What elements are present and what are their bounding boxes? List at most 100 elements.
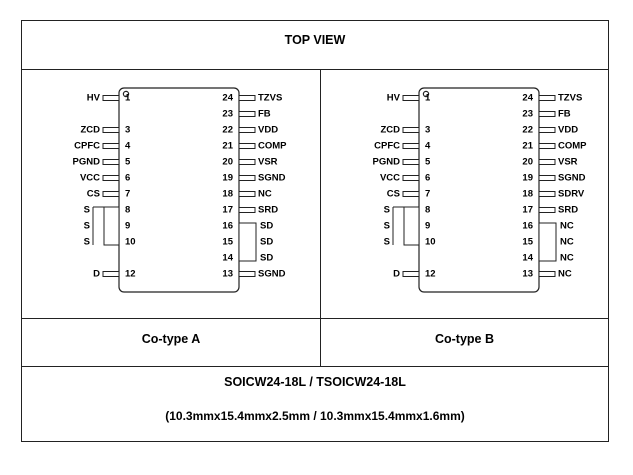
pin-label: SDRV bbox=[558, 189, 585, 200]
pin-number: 12 bbox=[125, 269, 136, 280]
pin-number: 9 bbox=[425, 221, 430, 232]
pin-label: SGND bbox=[258, 269, 286, 280]
pin-number: 16 bbox=[222, 221, 233, 232]
pin-number: 22 bbox=[222, 125, 233, 136]
pin-number: 4 bbox=[425, 141, 431, 152]
pin-label: ZCD bbox=[380, 125, 400, 136]
pin-label: S bbox=[384, 205, 390, 216]
pin-lead bbox=[102, 127, 120, 133]
pin-label: NC bbox=[560, 237, 574, 248]
pin-number: 13 bbox=[222, 269, 233, 280]
pin-lead bbox=[538, 111, 556, 117]
pin-label: NC bbox=[560, 253, 574, 264]
pin-label: SGND bbox=[258, 173, 286, 184]
pin-label: CS bbox=[387, 189, 400, 200]
pin1-marker bbox=[122, 90, 130, 98]
top-view-title: TOP VIEW bbox=[284, 33, 346, 47]
pin-lead bbox=[538, 175, 556, 181]
pin-lead bbox=[538, 207, 556, 213]
pin-number: 3 bbox=[125, 125, 130, 136]
divider bbox=[320, 69, 321, 366]
pin-number: 17 bbox=[222, 205, 233, 216]
pin-label: TZVS bbox=[258, 93, 282, 104]
caption-co-type-b: Co-type B bbox=[434, 332, 495, 346]
pin-label: VSR bbox=[558, 157, 578, 168]
pin-label: VDD bbox=[558, 125, 578, 136]
package-dimensions: (10.3mmx15.4mmx2.5mm / 10.3mmx15.4mmx1.6… bbox=[165, 409, 465, 423]
pin-number: 5 bbox=[425, 157, 431, 168]
pin-number: 19 bbox=[522, 173, 533, 184]
pin-label: SD bbox=[260, 237, 273, 248]
pin-label: CPFC bbox=[74, 141, 100, 152]
divider bbox=[22, 69, 608, 70]
pin-label: CPFC bbox=[374, 141, 400, 152]
pin-number: 8 bbox=[125, 205, 130, 216]
pin-label: PGND bbox=[73, 157, 101, 168]
pin-number: 20 bbox=[522, 157, 533, 168]
pin-number: 15 bbox=[522, 237, 533, 248]
pin-number: 1 bbox=[425, 93, 431, 104]
pin-label: HV bbox=[387, 93, 401, 104]
pin-number: 4 bbox=[125, 141, 131, 152]
divider bbox=[22, 366, 608, 367]
pin-lead-group bbox=[238, 222, 257, 262]
pin-label: PGND bbox=[373, 157, 401, 168]
pin-lead bbox=[402, 191, 420, 197]
pin-label: D bbox=[93, 269, 100, 280]
pin-number: 7 bbox=[125, 189, 130, 200]
pin-number: 5 bbox=[125, 157, 131, 168]
pin-number: 14 bbox=[222, 253, 233, 264]
pin-lead bbox=[102, 143, 120, 149]
pin-number: 23 bbox=[222, 109, 233, 120]
pin-number: 15 bbox=[222, 237, 233, 248]
pin-label: S bbox=[84, 237, 90, 248]
pin-lead bbox=[538, 143, 556, 149]
pin-number: 14 bbox=[522, 253, 533, 264]
pin-number: 12 bbox=[425, 269, 436, 280]
pin-number: 21 bbox=[222, 141, 233, 152]
pin-label: SGND bbox=[558, 173, 586, 184]
ic-body bbox=[118, 87, 240, 293]
pin-label: NC bbox=[558, 269, 572, 280]
pin-number: 8 bbox=[425, 205, 430, 216]
pin-label: SD bbox=[260, 253, 273, 264]
pin-label: S bbox=[84, 221, 90, 232]
pin-lead bbox=[402, 127, 420, 133]
pin-label: NC bbox=[560, 221, 574, 232]
pin-label: ZCD bbox=[80, 125, 100, 136]
pin-number: 10 bbox=[425, 237, 436, 248]
pin-number: 7 bbox=[425, 189, 430, 200]
pin-lead bbox=[402, 271, 420, 277]
divider bbox=[22, 318, 608, 319]
pin-label: SRD bbox=[558, 205, 578, 216]
pin-lead bbox=[238, 207, 256, 213]
pin1-marker bbox=[422, 90, 430, 98]
pin-label: CS bbox=[87, 189, 100, 200]
pin-number: 24 bbox=[222, 93, 233, 104]
pin-number: 23 bbox=[522, 109, 533, 120]
pin-lead bbox=[238, 143, 256, 149]
pin-number: 21 bbox=[522, 141, 533, 152]
ic-body bbox=[418, 87, 540, 293]
pin-number: 19 bbox=[222, 173, 233, 184]
pin-lead bbox=[102, 95, 120, 101]
pin-number: 22 bbox=[522, 125, 533, 136]
pin-number: 1 bbox=[125, 93, 131, 104]
pin-number: 18 bbox=[522, 189, 533, 200]
pin-label: COMP bbox=[558, 141, 587, 152]
pin-label: SD bbox=[260, 221, 273, 232]
pin-number: 24 bbox=[522, 93, 533, 104]
package-name: SOICW24-18L / TSOICW24-18L bbox=[224, 375, 406, 389]
pin-lead-group bbox=[403, 206, 420, 246]
pin-lead bbox=[102, 159, 120, 165]
pin-number: 6 bbox=[425, 173, 430, 184]
pin-label: VSR bbox=[258, 157, 278, 168]
pin-lead bbox=[538, 191, 556, 197]
caption-co-type-a: Co-type A bbox=[141, 332, 201, 346]
pin-number: 13 bbox=[522, 269, 533, 280]
pin-lead bbox=[538, 271, 556, 277]
pin-number: 10 bbox=[125, 237, 136, 248]
pin-lead bbox=[238, 159, 256, 165]
